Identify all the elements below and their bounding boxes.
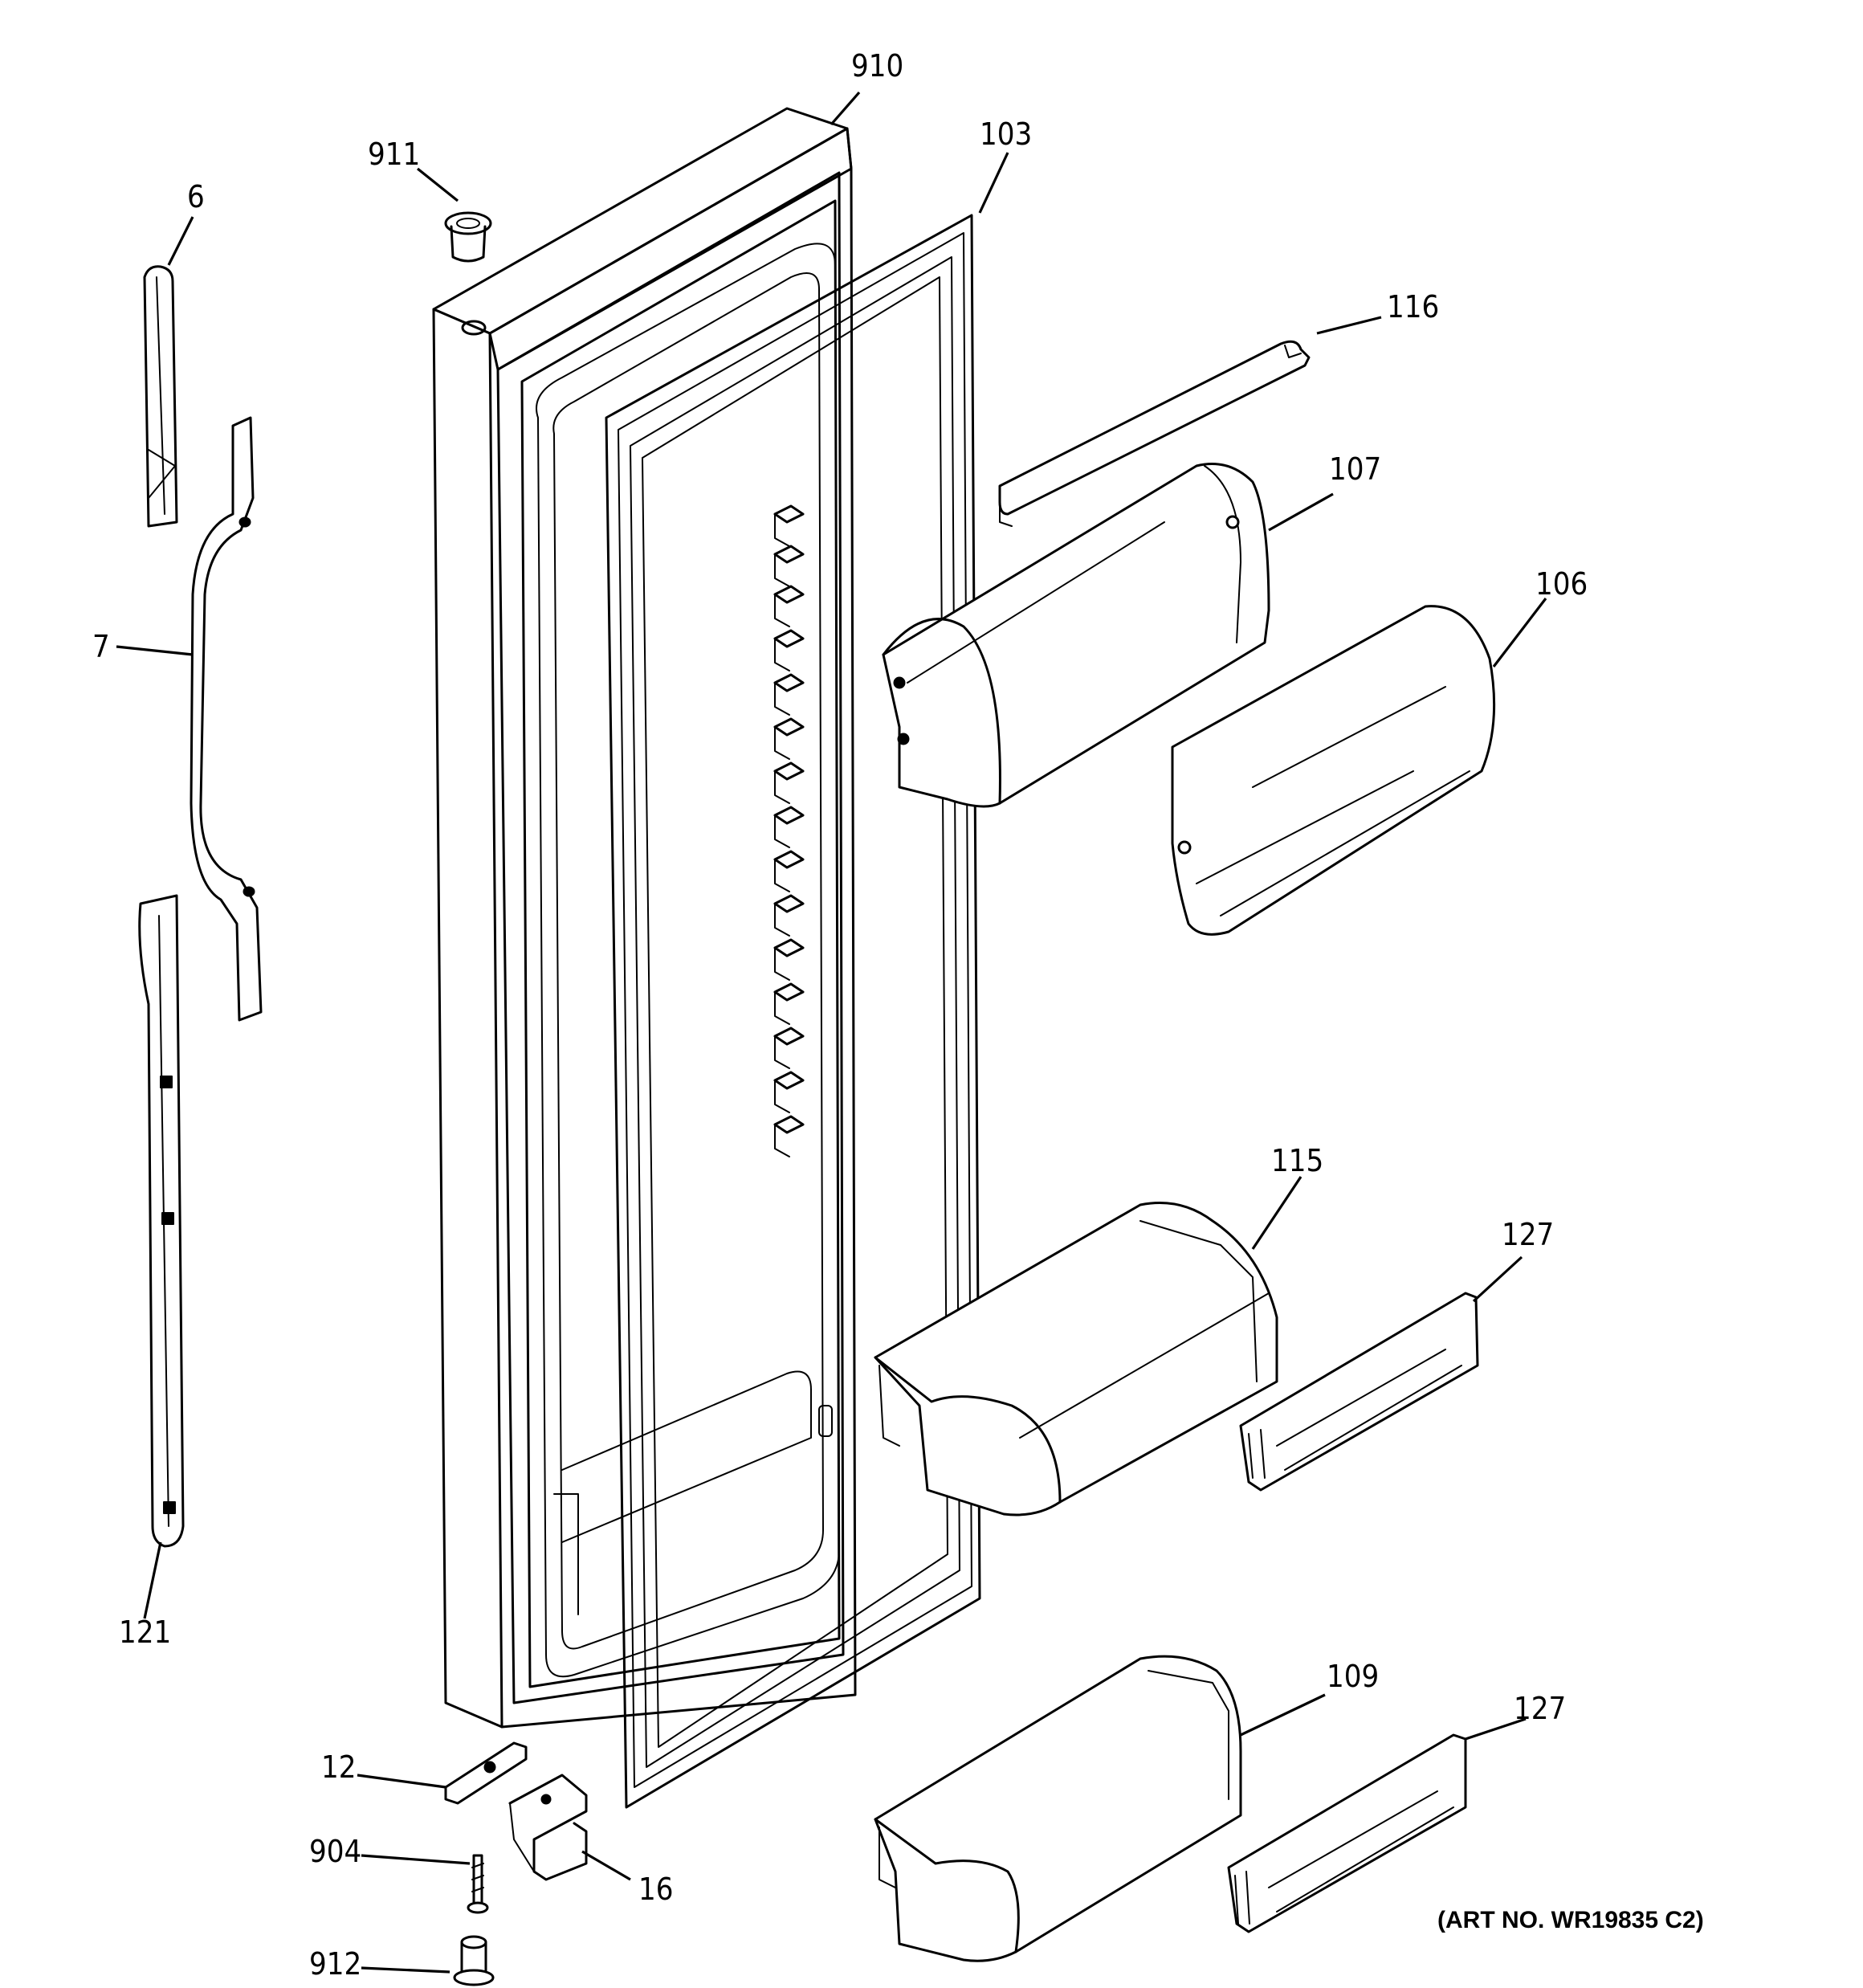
hinge-plate-12	[444, 1741, 528, 1805]
door-outer-panel	[432, 107, 857, 1729]
handle-trim-top	[143, 265, 178, 528]
leader-lines	[116, 91, 1547, 1974]
art-number: (ART NO. WR19835 C2)	[1437, 1907, 1704, 1933]
callout-115: 115	[1271, 1143, 1323, 1178]
callout-127-upper: 127	[1502, 1217, 1554, 1252]
hinge-pin-912	[453, 1935, 495, 1986]
callout-121: 121	[119, 1614, 171, 1650]
handle-trim-bottom	[138, 894, 185, 1548]
callout-107: 107	[1329, 451, 1381, 487]
bin-cover-127-upper	[1239, 1292, 1479, 1492]
hinge-cap	[444, 211, 492, 263]
callout-labels: 910 911 103 6 116 107 106 7 115 127 121 …	[92, 48, 1704, 1982]
hinge-bracket-16	[508, 1774, 588, 1881]
door-handle	[190, 416, 263, 1022]
callout-16: 16	[638, 1872, 674, 1907]
callout-12: 12	[321, 1749, 357, 1785]
bin-rail	[998, 340, 1311, 527]
door-gasket	[605, 214, 981, 1809]
callout-910: 910	[851, 48, 903, 84]
callout-904: 904	[309, 1834, 361, 1869]
screw-904	[467, 1854, 489, 1914]
callout-912: 912	[309, 1946, 361, 1982]
callout-911: 911	[368, 137, 420, 172]
shelf-rail-nubs	[773, 504, 805, 1157]
callout-109: 109	[1327, 1659, 1379, 1694]
door-bin-115	[874, 1202, 1278, 1517]
door-bin-107	[882, 463, 1270, 808]
callout-127-lower: 127	[1514, 1691, 1566, 1726]
callout-116: 116	[1387, 289, 1439, 325]
callout-7: 7	[92, 629, 110, 664]
callout-106: 106	[1535, 566, 1588, 602]
bin-cover-106	[1171, 605, 1496, 936]
door-bin-109	[874, 1655, 1242, 1962]
callout-103: 103	[980, 116, 1032, 152]
callout-6: 6	[187, 179, 205, 214]
bin-cover-127-lower	[1227, 1733, 1467, 1933]
